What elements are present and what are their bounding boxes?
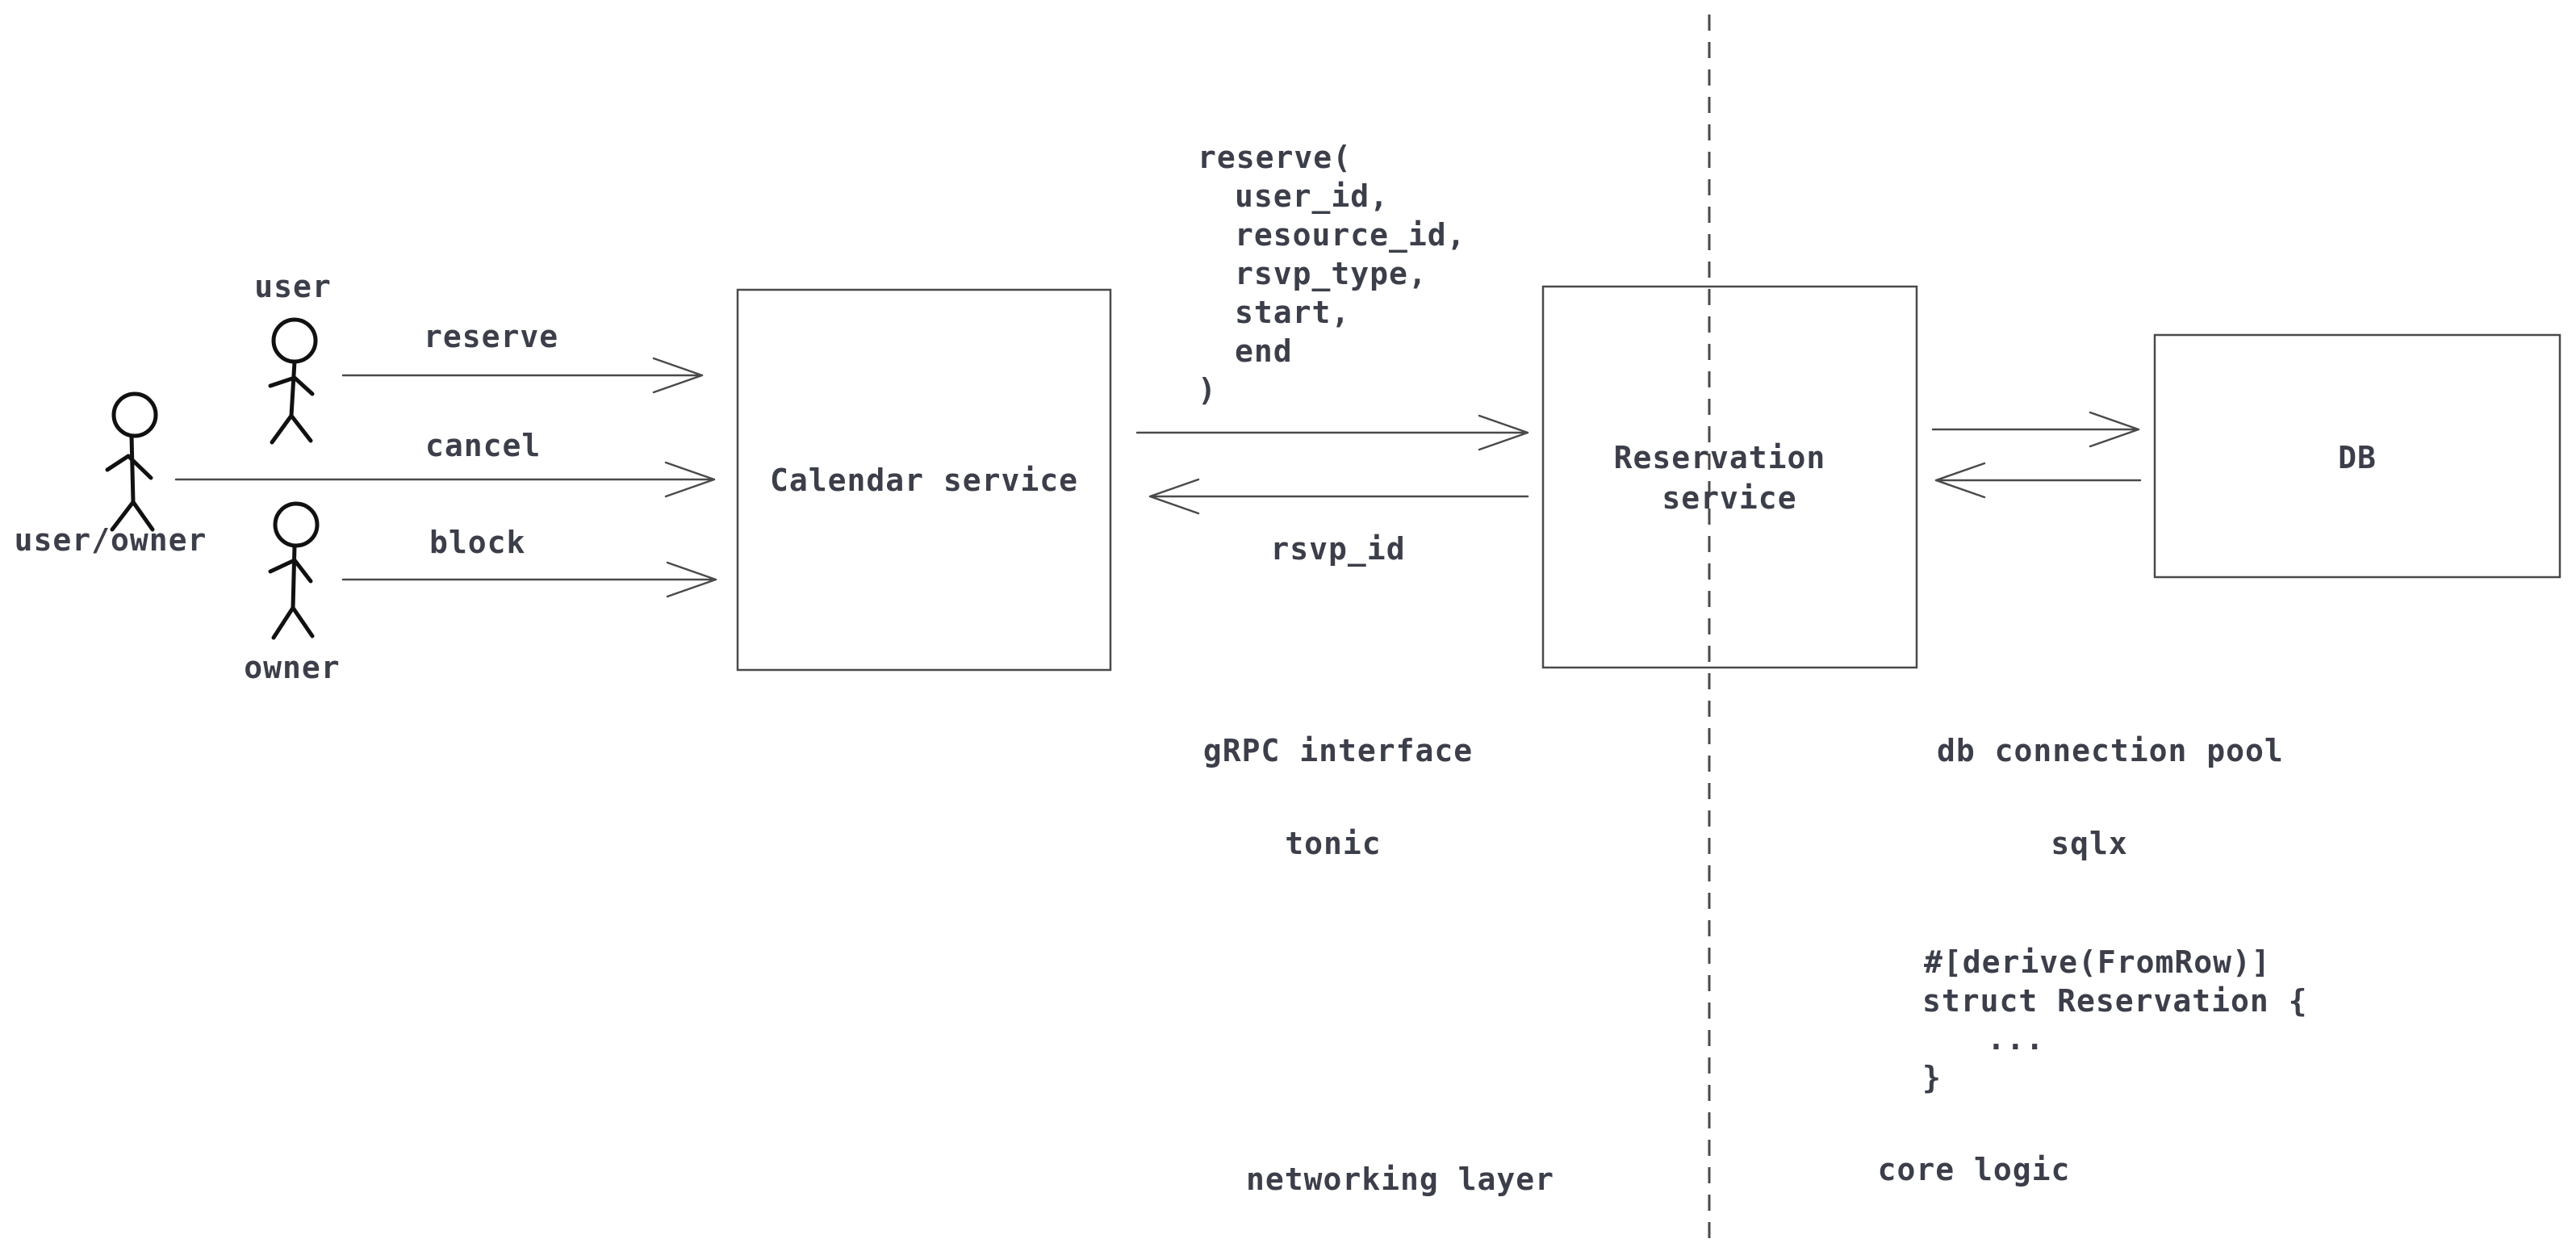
rpc-line: resource_id,: [1235, 217, 1466, 253]
rpc-call-signature: reserve( user_id, resource_id, rsvp_type…: [1198, 140, 1466, 408]
actor-label-user-owner: user/owner: [15, 522, 207, 558]
action-label-block: block: [429, 525, 525, 560]
action-label-reserve: reserve: [424, 319, 558, 354]
request-arrow: [1135, 414, 1529, 451]
user-owner-figure-icon: [105, 391, 158, 532]
code-line: struct Reservation {: [1922, 983, 2308, 1019]
actor-label-user: user: [254, 269, 332, 304]
user-figure-icon: [268, 317, 318, 445]
sqlx-label: sqlx: [2051, 826, 2128, 861]
reservation-service-box: [1541, 285, 1918, 669]
code-line: }: [1922, 1060, 1942, 1095]
reserve-arrow: [341, 357, 704, 394]
actor-label-owner: owner: [244, 650, 340, 685]
db-label: DB: [2338, 440, 2377, 475]
rpc-line: user_id,: [1235, 178, 1389, 214]
db-box: [2153, 333, 2561, 579]
rpc-line: rsvp_type,: [1235, 256, 1428, 291]
response-arrow: [1148, 478, 1529, 515]
response-label-rsvp-id: rsvp_id: [1270, 531, 1405, 567]
db-request-arrow: [1931, 411, 2140, 448]
code-line: ...: [1987, 1021, 2045, 1057]
owner-figure-icon: [268, 501, 320, 640]
db-response-arrow: [1934, 462, 2142, 499]
code-line: #[derive(FromRow)]: [1924, 944, 2271, 980]
networking-layer-label: networking layer: [1246, 1162, 1554, 1197]
action-label-cancel: cancel: [425, 428, 541, 463]
grpc-interface-label: gRPC interface: [1203, 733, 1473, 768]
rpc-line: ): [1198, 372, 1217, 408]
rpc-line: end: [1235, 333, 1293, 369]
core-logic-label: core logic: [1878, 1152, 2071, 1187]
block-arrow: [341, 561, 717, 598]
db-connection-pool-label: db connection pool: [1937, 733, 2284, 768]
code-snippet: #[derive(FromRow)] struct Reservation { …: [1922, 944, 2308, 1095]
calendar-service-label: Calendar service: [770, 463, 1078, 498]
tonic-label: tonic: [1285, 826, 1381, 861]
cancel-arrow: [174, 461, 716, 498]
reservation-service-label: Reservation: [1614, 440, 1826, 475]
calendar-service-box: [736, 288, 1112, 672]
reservation-service-label: service: [1662, 480, 1796, 516]
rpc-line: reserve(: [1198, 140, 1352, 175]
rpc-line: start,: [1235, 295, 1350, 330]
